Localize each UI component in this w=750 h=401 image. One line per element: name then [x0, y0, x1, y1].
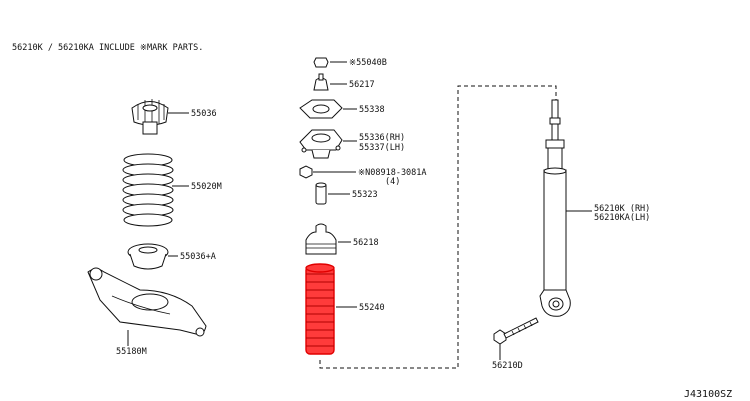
label-55338: 55338: [359, 105, 385, 115]
label-55036a: 55036+A: [180, 252, 216, 262]
label-56210k: 56210K (RH): [594, 204, 650, 214]
dust-boot-55240[interactable]: [305, 263, 335, 355]
coil-spring-55020m[interactable]: [122, 153, 174, 227]
label-55336: 55336(RH): [359, 133, 405, 143]
assembly-dashed-bracket: [319, 85, 557, 369]
label-56217: 56217: [349, 80, 375, 90]
diagram-code: J43100SZ: [684, 389, 732, 400]
label-55036: 55036: [191, 109, 217, 119]
label-55337: 55337(LH): [359, 143, 405, 153]
upper-spring-seat-55036[interactable]: [131, 99, 169, 135]
bump-stop-56218[interactable]: [305, 223, 337, 255]
nut-55040b[interactable]: [313, 57, 329, 68]
sleeve-55323[interactable]: [315, 182, 327, 205]
shock-absorber-56210k[interactable]: [539, 99, 571, 317]
bolt-56210d[interactable]: [493, 317, 539, 345]
label-08918-qty: (4): [385, 177, 400, 187]
label-56210ka: 56210KA(LH): [594, 213, 650, 223]
label-55020m: 55020M: [191, 182, 222, 192]
nut-08918-3081a[interactable]: [299, 165, 313, 179]
lower-link-55180m[interactable]: [87, 267, 207, 337]
header-note: 56210K / 56210KA INCLUDE ※MARK PARTS.: [12, 43, 203, 53]
lower-spring-seat-55036a[interactable]: [127, 243, 169, 270]
label-55180m: 55180M: [116, 347, 147, 357]
label-08918-3081a: ※N08918-3081A: [358, 168, 427, 178]
label-55040b: ※55040B: [349, 58, 387, 68]
label-56210d: 56210D: [492, 361, 523, 371]
strut-mount-55336-55337[interactable]: [299, 129, 343, 159]
plate-55338[interactable]: [299, 99, 343, 119]
label-56218: 56218: [353, 238, 379, 248]
label-55323: 55323: [352, 190, 378, 200]
label-55240: 55240: [359, 303, 385, 313]
bushing-56217[interactable]: [313, 73, 329, 91]
